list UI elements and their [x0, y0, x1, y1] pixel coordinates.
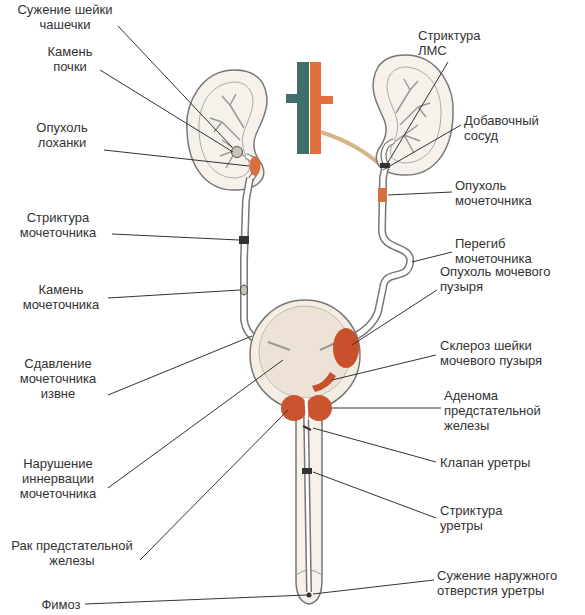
callout-label: Сдавление мочеточника извне [8, 356, 108, 401]
accessory-vessel [321, 132, 386, 170]
callout-label: Аденома предстательной железы [444, 388, 554, 433]
prostate-lobe [306, 395, 332, 421]
callout-label: Перегиб мочеточника [455, 236, 565, 266]
callout-label: Склероз шейки мочевого пузыря [440, 338, 565, 368]
left-ureter [244, 178, 264, 345]
callout-label: Сужение наружного отверстия уретры [437, 568, 577, 598]
vena-cava [297, 62, 309, 154]
urethral-stricture [302, 468, 312, 474]
callout-label: Рак предстательной железы [2, 538, 142, 568]
callout-label: Фимоз [36, 597, 86, 612]
prostate-lobe [281, 395, 307, 421]
callout-label: Камень почки [38, 44, 102, 74]
callout-label: Опухоль мочеточника [455, 178, 565, 208]
right-kidney [373, 55, 453, 175]
callout-label: Стриктура мочеточника [4, 210, 112, 240]
ureter-tumor [378, 188, 387, 202]
callout-label: Камень мочеточника [14, 282, 108, 312]
left-kidney [187, 70, 267, 190]
callout-label: Опухоль мочевого пузыря [440, 264, 552, 294]
ureter-stone [241, 285, 248, 295]
renal-vein-stub [286, 94, 298, 103]
renal-artery-stub [321, 96, 333, 104]
urethra [306, 410, 309, 592]
callout-label: Стриктура ЛМС [418, 28, 498, 58]
aorta [310, 62, 321, 154]
callout-label: Сужение шейки чашечки [12, 2, 118, 32]
right-ureter [352, 163, 410, 338]
bladder [250, 300, 360, 410]
callout-label: Стриктура уретры [440, 503, 530, 533]
callout-label: Клапан уретры [440, 455, 560, 470]
callout-label: Опухоль лоханки [20, 120, 104, 150]
bladder-neck-sclerosis [312, 372, 336, 392]
urethral-valve [303, 426, 311, 430]
callout-label: Нарушение иннервации мочеточника [8, 456, 108, 501]
callout-label: Добавочный сосуд [464, 113, 554, 143]
leader-lines [85, 26, 461, 604]
bladder-tumor [333, 328, 359, 368]
ureter-stricture [239, 236, 249, 244]
